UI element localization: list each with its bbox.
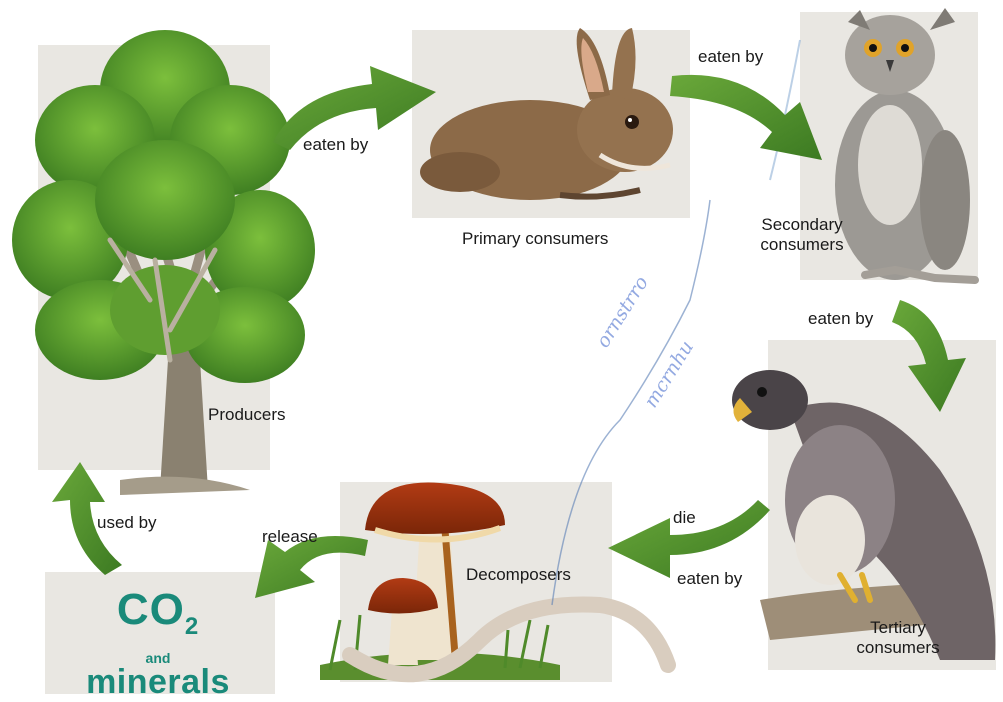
co2-co-text: CO — [117, 585, 185, 634]
tertiary-line-1: Tertiary — [838, 618, 958, 638]
co2-and-minerals-label: CO2 and minerals — [48, 588, 268, 699]
arrow-label-used-by: used by — [97, 513, 157, 533]
arrow-label-tree-to-rabbit: eaten by — [303, 135, 368, 155]
arrow-label-die: die — [673, 508, 696, 528]
decomposers-label: Decomposers — [466, 565, 571, 585]
tertiary-consumers-label: Tertiary consumers — [838, 618, 958, 657]
co2-formula: CO2 — [48, 588, 268, 649]
producers-label: Producers — [208, 405, 285, 425]
arrow-label-rabbit-to-owl: eaten by — [698, 47, 763, 67]
arrow-label-hawk-eaten-by: eaten by — [677, 569, 742, 589]
tertiary-line-2: consumers — [838, 638, 958, 658]
secondary-line-2: consumers — [742, 235, 862, 255]
secondary-line-1: Secondary — [742, 215, 862, 235]
co2-subscript: 2 — [185, 613, 199, 640]
arrow-rabbit-to-owl — [670, 75, 822, 160]
co2-minerals-text: minerals — [48, 665, 268, 699]
arrow-label-release: release — [262, 527, 318, 547]
primary-consumers-label: Primary consumers — [462, 229, 608, 249]
secondary-consumers-label: Secondary consumers — [742, 215, 862, 254]
arrow-label-owl-to-hawk: eaten by — [808, 309, 873, 329]
